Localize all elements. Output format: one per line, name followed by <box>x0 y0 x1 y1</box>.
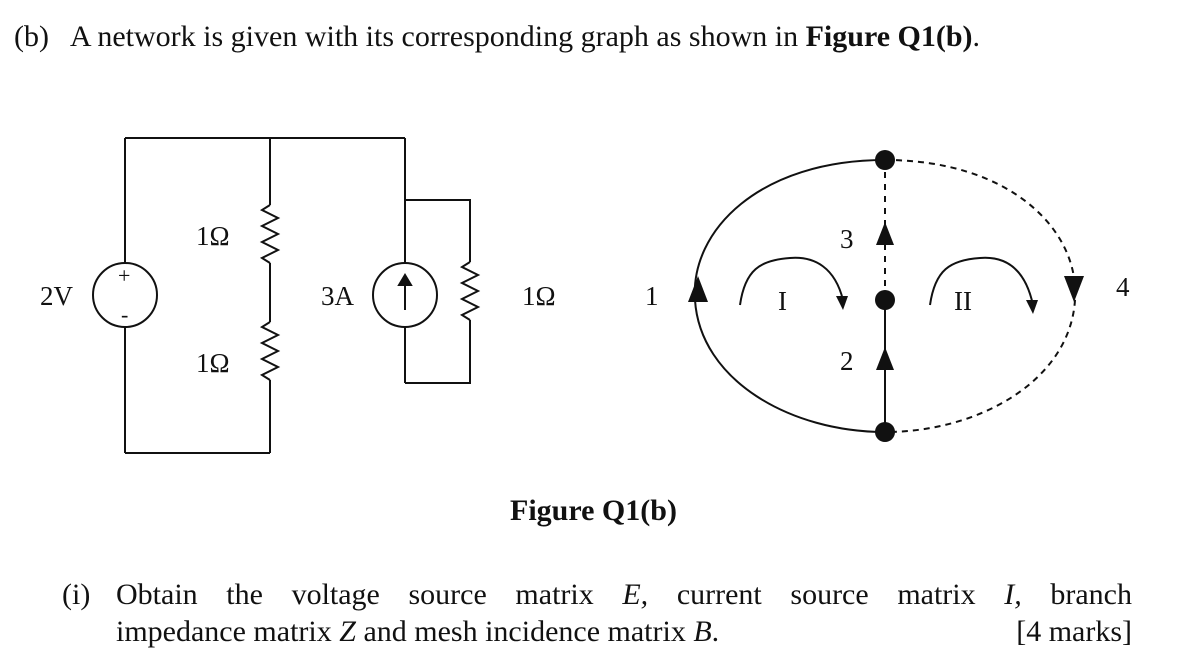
current-arrow-head <box>397 273 413 286</box>
word: matrix <box>897 578 976 611</box>
label-mesh-2: II <box>954 286 972 316</box>
graph-labels: 1 3 2 4 I II <box>645 224 1130 376</box>
question-label: (b) <box>14 20 49 53</box>
arrow-mesh-1 <box>836 296 848 310</box>
label-mesh-1: I <box>778 286 787 316</box>
label-plus: + <box>118 263 130 288</box>
node-bottom <box>875 422 895 442</box>
word: Obtain <box>116 578 198 611</box>
word: voltage <box>291 578 380 611</box>
question-text: A network is given with its correspondin… <box>69 20 799 53</box>
word: source <box>408 578 487 611</box>
voltage-source <box>92 262 158 328</box>
label-minus: - <box>121 302 128 327</box>
label-branch-3: 3 <box>840 224 854 254</box>
label-r-top: 1Ω <box>196 221 230 251</box>
circuit-diagram <box>92 137 481 454</box>
word: matrix <box>515 578 594 611</box>
subquestion-i-words: Obtain the voltage source matrix E, curr… <box>116 578 1132 612</box>
word: source <box>790 578 869 611</box>
node-top <box>875 150 895 170</box>
arrow-branch-2 <box>876 347 894 370</box>
word: the <box>226 578 263 611</box>
circuit-labels: 2V + - 1Ω 1Ω 3A 1Ω <box>40 221 556 378</box>
wire-parallel-bottom <box>405 320 471 384</box>
marks: [4 marks] <box>1016 615 1132 648</box>
arrow-branch-1 <box>688 276 708 302</box>
word: branch <box>1050 578 1132 611</box>
question-heading: (b) A network is given with its correspo… <box>14 20 980 54</box>
resistor-right <box>459 261 481 321</box>
word-italic: I, <box>1004 578 1022 611</box>
question-period: . <box>972 20 981 53</box>
arrow-branch-4 <box>1064 276 1084 302</box>
arrow-mesh-2 <box>1026 300 1038 314</box>
figure-caption: Figure Q1(b) <box>510 494 677 527</box>
label-3a: 3A <box>321 281 355 311</box>
word-italic: E, <box>622 578 649 611</box>
label-branch-4: 4 <box>1116 272 1130 302</box>
wire-parallel <box>405 199 471 262</box>
resistor-bottom <box>259 321 281 381</box>
resistor-top <box>259 204 281 264</box>
graph-markers <box>688 150 1084 442</box>
branch-1 <box>693 159 886 433</box>
subquestion-i-line1: (i) Obtain the voltage source matrix E, … <box>62 578 1132 612</box>
subquestion-numeral: (i) <box>62 578 91 611</box>
label-r-right: 1Ω <box>522 281 556 311</box>
mesh-2-arrow <box>929 256 1034 306</box>
branch-4 <box>884 159 1077 433</box>
subquestion-i-text: impedance matrix Z and mesh incidence ma… <box>116 615 720 648</box>
label-r-bottom: 1Ω <box>196 348 230 378</box>
node-middle <box>875 290 895 310</box>
word: current <box>676 578 762 611</box>
label-branch-1: 1 <box>645 281 659 311</box>
subquestion-i-line2: impedance matrix Z and mesh incidence ma… <box>116 615 1132 649</box>
label-2v: 2V <box>40 281 74 311</box>
mesh-1-arrow <box>739 256 844 306</box>
label-branch-2: 2 <box>840 346 854 376</box>
figure-reference: Figure Q1(b) <box>805 20 973 53</box>
arrow-branch-3 <box>876 222 894 245</box>
